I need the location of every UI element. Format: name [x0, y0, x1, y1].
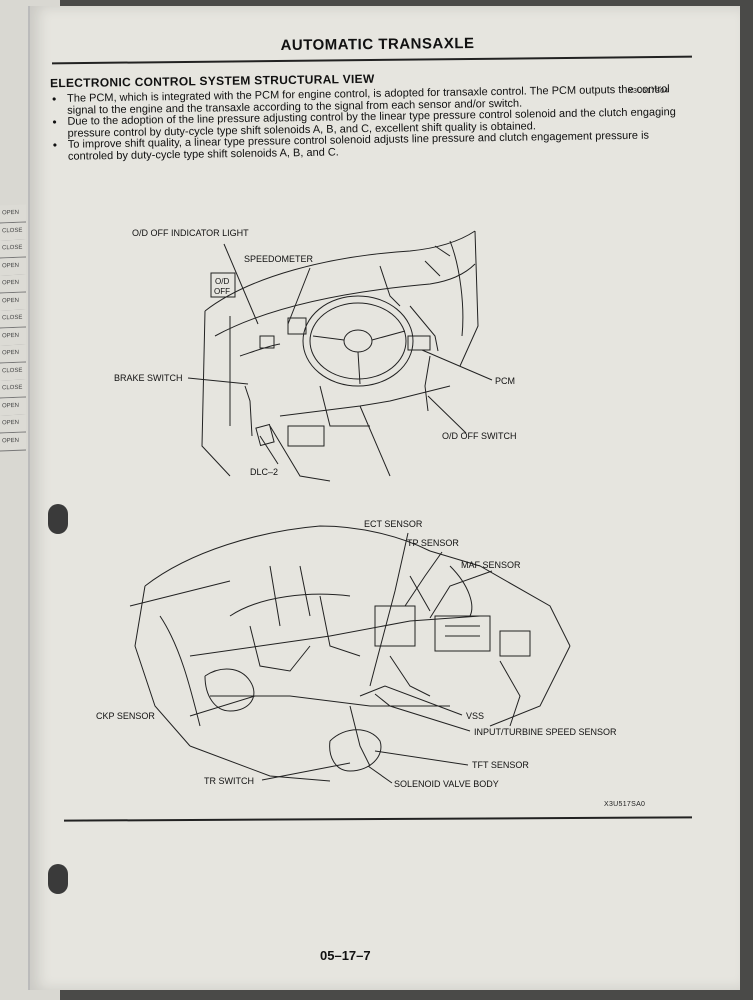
- leader-pcm: [421, 349, 493, 381]
- underlying-tab-cell: OPEN: [0, 414, 26, 433]
- underlying-tab-cell: CLOSE: [0, 309, 26, 328]
- label-speedometer: SPEEDOMETER: [244, 254, 314, 264]
- underlying-tab-cell: CLOSE: [0, 379, 26, 398]
- dashboard-illustration: [201, 230, 479, 482]
- leader-tft: [374, 750, 469, 766]
- label-maf-sensor: MAF SENSOR: [461, 560, 521, 570]
- leader-brake-switch: [187, 377, 249, 385]
- underlying-tab-cell: OPEN: [0, 397, 26, 416]
- manual-page: AUTOMATIC TRANSAXLE X3U517S04 ELECTRONIC…: [28, 6, 740, 990]
- od-off-box: [210, 272, 236, 298]
- label-brake-switch: BRAKE SWITCH: [114, 373, 183, 383]
- engine-illustration: [129, 525, 571, 782]
- underlying-tab-cell: OPEN: [0, 344, 26, 363]
- leader-solenoid: [367, 765, 393, 784]
- label-od-box-line1: O/D: [215, 277, 229, 286]
- leader-maf: [429, 570, 493, 619]
- leader-ect: [369, 532, 409, 687]
- label-input-turbine-sensor: INPUT/TURBINE SPEED SENSOR: [474, 727, 617, 737]
- leader-vss: [359, 685, 463, 716]
- underlying-tab-cell: OPEN: [0, 204, 26, 223]
- label-od-off-indicator: O/D OFF INDICATOR LIGHT: [132, 228, 249, 238]
- leader-od-switch: [427, 395, 467, 434]
- underlying-tab-cell: OPEN: [0, 327, 26, 346]
- leader-speedometer: [287, 267, 311, 325]
- figure-ref-code: X3U517SA0: [604, 801, 646, 808]
- leader-ckp: [189, 695, 256, 717]
- page-number: 05–17–7: [320, 948, 371, 963]
- binder-hole: [48, 504, 68, 534]
- label-solenoid-valve-body: SOLENOID VALVE BODY: [394, 779, 499, 789]
- leader-tr-switch: [261, 762, 351, 781]
- binder-hole: [48, 864, 68, 894]
- leader-od-indicator: [223, 243, 259, 325]
- leader-dlc2: [259, 435, 279, 465]
- underlying-tab-cell: CLOSE: [0, 222, 26, 241]
- leader-tp: [404, 551, 443, 607]
- underlying-tab-cell: OPEN: [0, 292, 26, 311]
- label-tft-sensor: TFT SENSOR: [472, 760, 529, 770]
- label-ckp-sensor: CKP SENSOR: [96, 711, 155, 721]
- label-dlc2: DLC–2: [250, 467, 278, 477]
- label-pcm: PCM: [495, 376, 515, 386]
- label-od-off-switch: O/D OFF SWITCH: [442, 431, 517, 441]
- underlying-tab-cell: OPEN: [0, 274, 26, 293]
- label-ect-sensor: ECT SENSOR: [364, 519, 423, 529]
- label-tp-sensor: TP SENSOR: [407, 538, 459, 548]
- label-tr-switch: TR SWITCH: [204, 776, 254, 786]
- label-vss: VSS: [466, 711, 484, 721]
- underlying-tab-cell: OPEN: [0, 257, 26, 276]
- underlying-tab-cell: CLOSE: [0, 362, 26, 381]
- leader-input-turbine: [374, 693, 471, 732]
- underlying-tab-cell: OPEN: [0, 432, 26, 451]
- underlying-tab-cell: CLOSE: [0, 239, 26, 258]
- structural-view-figure: O/D OFF INDICATOR LIGHT SPEEDOMETER O/D …: [96, 228, 617, 789]
- label-od-box-line2: OFF: [214, 287, 230, 296]
